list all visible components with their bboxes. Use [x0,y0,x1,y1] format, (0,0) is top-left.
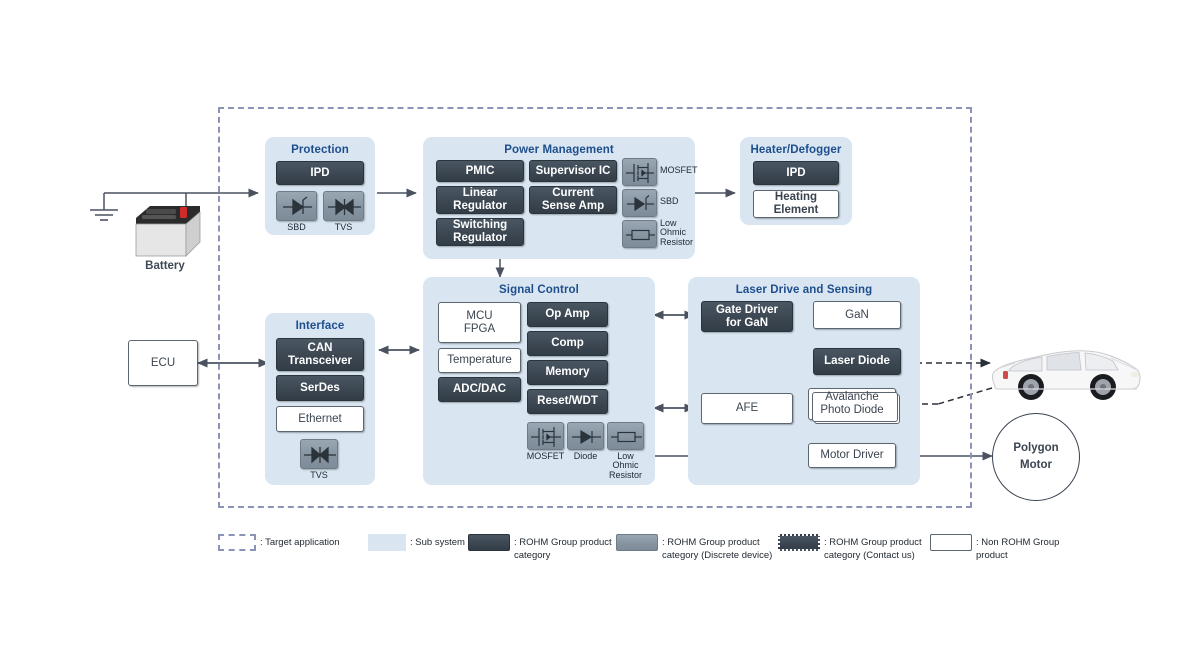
ecu-label: ECU [150,356,176,369]
discrete-resistor-sc[interactable] [607,422,644,450]
product-comp[interactable]: Comp [527,331,608,356]
vehicle-icon [985,345,1145,400]
discrete-tvs-interface-label: TVS [310,470,328,480]
discrete-tvs-protection[interactable] [323,191,364,221]
discrete-diode-sc[interactable] [567,422,604,450]
legend-swatch-target-application [218,534,256,551]
legend-swatch-non-rohm [930,534,972,551]
block-protection-title: Protection [291,144,349,156]
product-pmic[interactable]: PMIC [436,160,524,182]
battery-icon [128,198,206,260]
product-ethernet[interactable]: Ethernet [276,406,364,432]
discrete-sbd-protection-label: SBD [287,222,306,232]
block-laser-drive-title: Laser Drive and Sensing [735,284,873,296]
product-adc-dac[interactable]: ADC/DAC [438,377,521,402]
legend-swatch-contact-us [778,534,820,551]
product-memory[interactable]: Memory [527,360,608,385]
block-signal-control-title: Signal Control [499,284,579,296]
target-application-frame [218,107,972,508]
block-power-management: Power Management PMIC Supervisor IC Line… [423,137,698,259]
discrete-mosfet-sc[interactable] [527,422,564,450]
ecu-box[interactable]: ECU [128,340,198,386]
discrete-mosfet-pm[interactable] [622,158,657,186]
product-ipd-heater[interactable]: IPD [753,161,839,185]
product-serdes[interactable]: SerDes [276,375,364,401]
battery-label: Battery [145,260,185,272]
product-reset-wdt[interactable]: Reset/WDT [527,389,608,414]
legend-text-rohm-product: : ROHM Group product category [514,537,612,561]
legend-text-target-application: : Target application [260,537,340,548]
legend-text-contact-us: : ROHM Group product category (Contact u… [824,537,922,561]
product-temperature[interactable]: Temperature [438,348,521,373]
product-afe[interactable]: AFE [701,393,793,424]
block-heater-defogger-title: Heater/Defogger [750,144,842,156]
discrete-sbd-pm[interactable] [622,189,657,217]
product-ipd-protection[interactable]: IPD [276,161,364,185]
product-op-amp[interactable]: Op Amp [527,302,608,327]
discrete-mosfet-sc-label: MOSFET [526,451,565,461]
discrete-tvs-interface[interactable] [300,439,338,469]
discrete-sbd-pm-label: SBD [660,196,679,206]
legend-text-sub-system: : Sub system [410,537,465,548]
block-power-management-title: Power Management [504,144,614,156]
block-protection: Protection IPD SBD [265,137,375,235]
legend-text-non-rohm: : Non ROHM Group product [976,537,1060,561]
block-interface-title: Interface [295,320,345,332]
discrete-diode-sc-label: Diode [573,451,598,461]
discrete-mosfet-pm-label: MOSFET [660,165,698,175]
product-laser-diode[interactable]: Laser Diode [813,348,901,375]
discrete-sbd-protection[interactable] [276,191,317,221]
product-supervisor-ic[interactable]: Supervisor IC [529,160,617,182]
legend-text-discrete-device: : ROHM Group product category (Discrete … [662,537,773,561]
legend-swatch-sub-system [368,534,406,551]
product-gan[interactable]: GaN [813,301,901,329]
discrete-resistor-pm[interactable] [622,220,657,248]
product-motor-driver[interactable]: Motor Driver [808,443,896,468]
legend-swatch-rohm-product [468,534,510,551]
discrete-tvs-protection-label: TVS [334,222,353,232]
legend-swatch-discrete-device [616,534,658,551]
